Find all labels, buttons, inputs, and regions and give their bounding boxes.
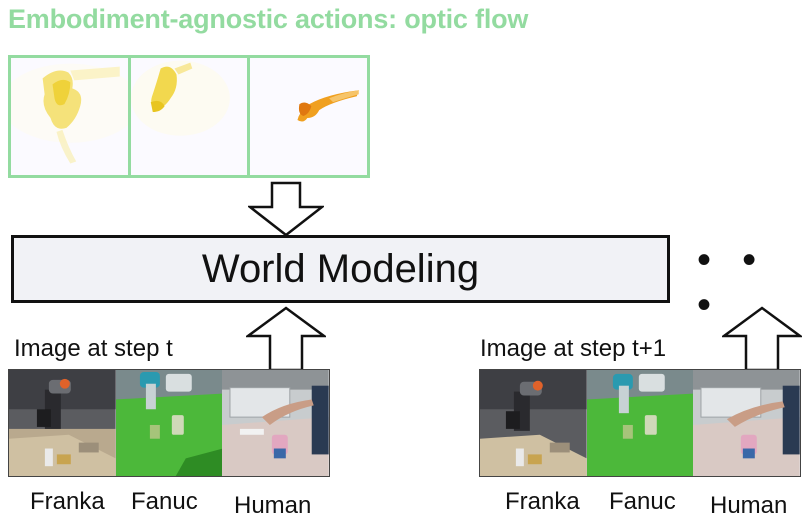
step-t-plus-1-image-strip: [479, 369, 801, 477]
camera-label-franka: Franka: [30, 488, 105, 515]
world-modeling-box: World Modeling: [11, 235, 670, 303]
optic-flow-image-fanuc: [127, 58, 248, 175]
franka-camera-image: [9, 370, 116, 476]
camera-label-human: Human: [710, 492, 788, 519]
continuation-ellipsis: • • •: [697, 238, 767, 327]
optic-flow-image-franka: [11, 58, 128, 175]
franka-camera-image: [480, 370, 587, 476]
human-camera-image: [222, 370, 330, 476]
fanuc-camera-image: [586, 370, 694, 476]
optic-flow-image-human: [247, 58, 368, 175]
down-arrow-icon: [248, 181, 324, 237]
camera-label-fanuc: Fanuc: [609, 488, 676, 515]
camera-label-human: Human: [234, 492, 312, 519]
optic-flow-strip: [8, 55, 370, 178]
world-modeling-label: World Modeling: [201, 246, 480, 291]
step-t-image-strip: [8, 369, 330, 477]
fanuc-camera-image: [115, 370, 223, 476]
human-camera-image: [693, 370, 801, 476]
camera-label-fanuc: Fanuc: [131, 488, 198, 515]
diagram-title: Embodiment-agnostic actions: optic flow: [8, 4, 529, 34]
camera-label-franka: Franka: [505, 488, 580, 515]
up-arrow-icon: [722, 306, 802, 372]
step-t-label: Image at step t: [14, 335, 173, 362]
up-arrow-icon: [246, 306, 326, 372]
step-t-plus-1-label: Image at step t+1: [480, 335, 667, 362]
